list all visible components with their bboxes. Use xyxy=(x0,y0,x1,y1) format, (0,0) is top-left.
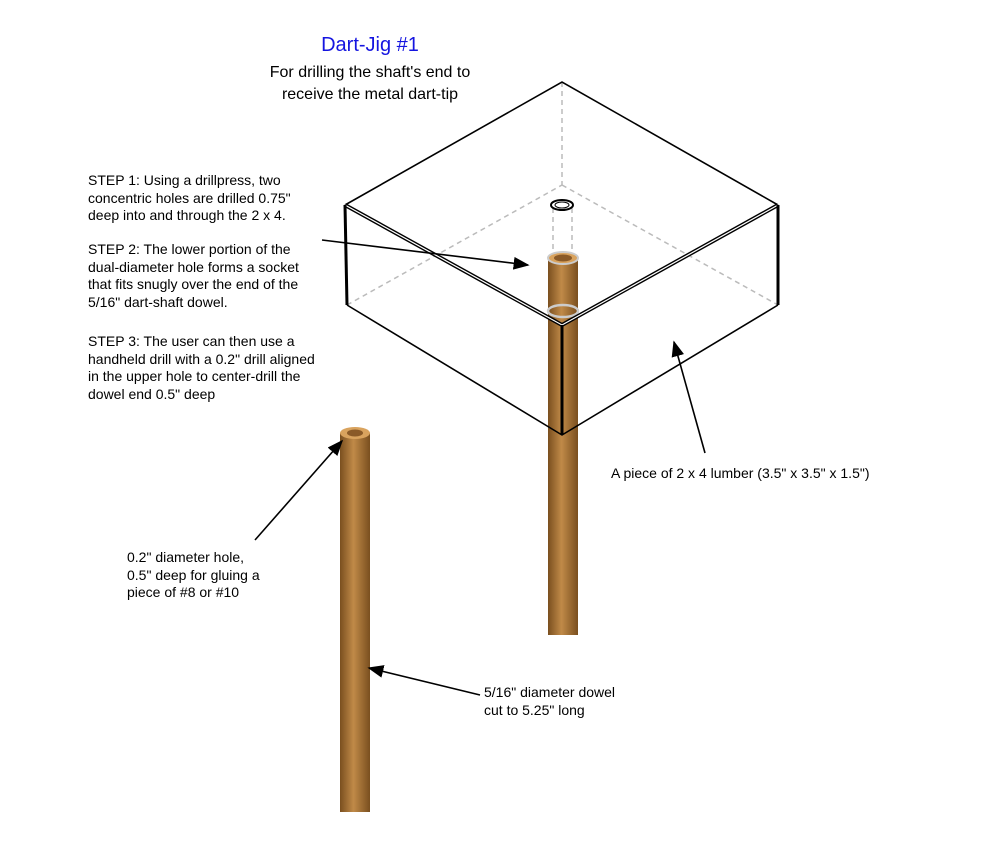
diagram-title: Dart-Jig #1 xyxy=(321,34,419,56)
subtitle-line: receive the metal dart-tip xyxy=(281,86,459,103)
text-line: STEP 2: The lower portion of the xyxy=(88,241,291,257)
subtitle-line: For drilling the shaft's end to xyxy=(269,64,471,81)
lumber-arrow xyxy=(671,340,706,454)
text-line: 5/16" diameter dowel xyxy=(484,684,616,700)
hole-label: 0.2" diameter hole,0.5" deep for gluing … xyxy=(127,549,260,602)
lumber-label: A piece of 2 x 4 lumber (3.5" x 3.5" x 1… xyxy=(611,465,870,481)
hole-arrow xyxy=(254,439,344,541)
text-line: concentric holes are drilled 0.75" xyxy=(88,189,291,206)
text-line: 5/16" dart-shaft dowel. xyxy=(88,293,228,310)
lumber-block xyxy=(343,81,780,436)
text-line: dowel end 0.5" deep xyxy=(88,385,216,402)
text-line: STEP 1: Using a drillpress, two xyxy=(88,172,281,188)
text-line: deep into and through the 2 x 4. xyxy=(88,207,286,223)
step-arrow xyxy=(321,239,530,270)
dowel xyxy=(340,433,370,812)
upper-hole xyxy=(550,199,574,211)
text-line: piece of #8 or #10 xyxy=(127,584,240,600)
text-line: dual-diameter hole forms a socket xyxy=(88,258,299,275)
text-line: in the upper hole to center-drill the xyxy=(88,368,301,384)
dowel-arrow xyxy=(367,665,481,696)
text-line: that fits snugly over the end of the xyxy=(88,276,299,292)
dowel-end-hole xyxy=(347,429,363,437)
text-line: 0.5" deep for gluing a xyxy=(127,566,260,583)
text-line: STEP 3: The user can then use a xyxy=(88,333,295,349)
text-line: handheld drill with a 0.2" drill aligned xyxy=(88,350,315,367)
text-line: 0.2" diameter hole, xyxy=(127,549,245,565)
text-line: cut to 5.25" long xyxy=(484,701,585,718)
hidden-edges xyxy=(346,82,779,306)
